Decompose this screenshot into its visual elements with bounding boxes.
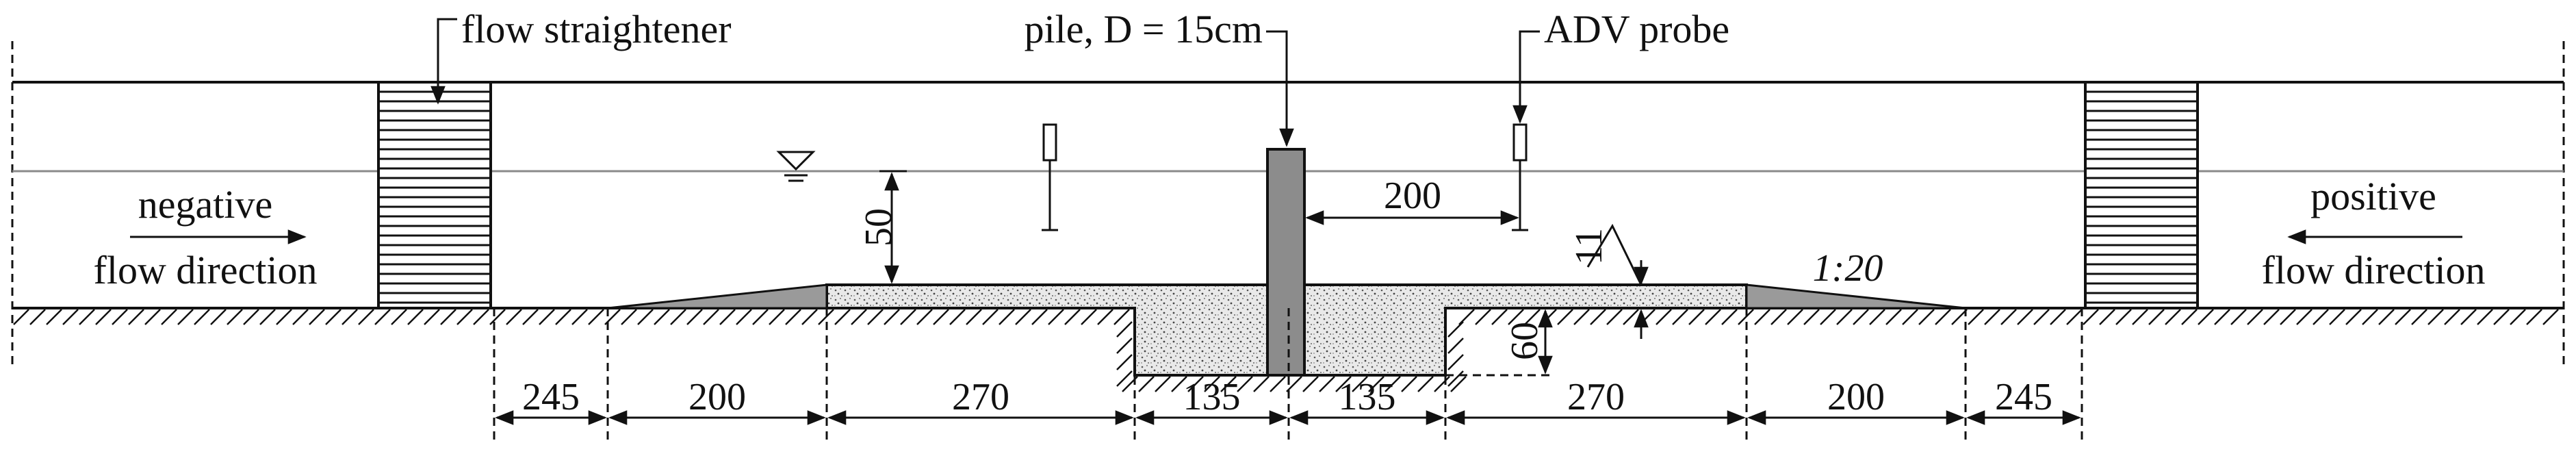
flow-straightener-right — [2084, 81, 2199, 309]
flow-straightener-left — [377, 81, 492, 309]
bottom-dimension-label: 245 — [522, 376, 580, 418]
bottom-dimension-chain: 245 200 270 135 135 270 200 245 — [493, 308, 2083, 445]
water-level-symbol — [776, 151, 816, 182]
bottom-dimension-label: 270 — [1567, 376, 1625, 418]
negative-flow-label-1: negative — [138, 182, 272, 227]
pile-label: pile, D = 15cm — [1025, 7, 1263, 51]
flow-straightener-label: flow straightener — [461, 7, 732, 51]
flow-straightener-leader — [430, 18, 457, 105]
bottom-dimension-label: 135 — [1183, 376, 1241, 418]
pile-leader — [1266, 30, 1294, 147]
bottom-dimension-label: 135 — [1339, 376, 1396, 418]
left-ramp — [607, 283, 828, 309]
bed-hatching — [13, 309, 2559, 392]
positive-flow-label-1: positive — [2310, 174, 2436, 218]
negative-flow-label-2: flow direction — [94, 248, 318, 292]
sediment-depth-dimension — [1586, 223, 1649, 339]
water-depth-label: 50 — [858, 208, 900, 246]
right-ramp — [1745, 283, 1966, 309]
water-depth-dimension — [879, 170, 907, 284]
probe-distance-label: 200 — [1384, 175, 1441, 217]
sediment-depth-label: 11 — [1568, 228, 1610, 265]
pile — [1266, 148, 1306, 377]
adv-probe-left — [1042, 123, 1058, 231]
adv-probe-label: ADV probe — [1544, 7, 1729, 51]
slope-label: 1:20 — [1813, 247, 1883, 290]
adv-probe-leader — [1512, 30, 1540, 124]
bottom-dimension-label: 200 — [1827, 376, 1885, 418]
adv-probe-right — [1512, 123, 1528, 231]
bottom-dimension-label: 200 — [688, 376, 746, 418]
pit-depth-label: 60 — [1504, 322, 1546, 360]
bottom-dimension-label: 270 — [952, 376, 1009, 418]
bottom-dimension-label: 245 — [1995, 376, 2052, 418]
pit-depth-dimension — [1445, 309, 1554, 377]
positive-flow-label-2: flow direction — [2262, 248, 2486, 292]
